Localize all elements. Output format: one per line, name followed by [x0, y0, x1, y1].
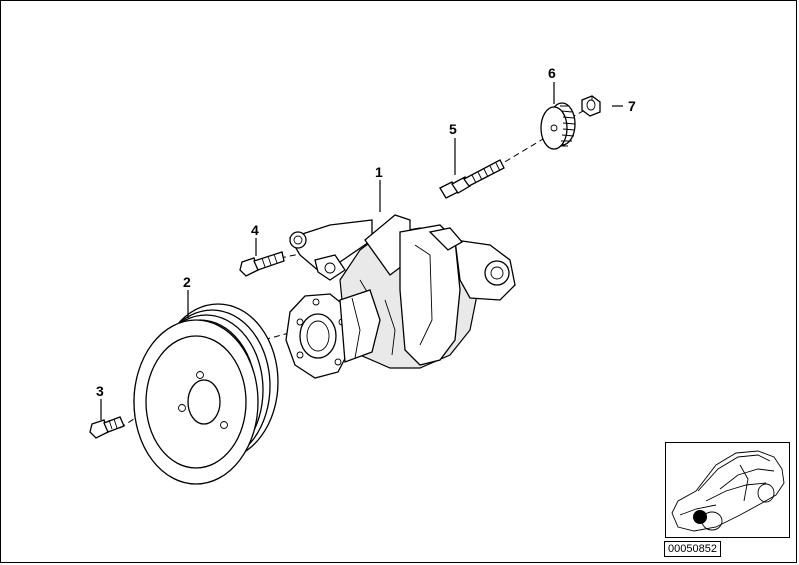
threaded-stud-icon[interactable]	[439, 159, 505, 199]
hex-nut-icon[interactable]	[581, 95, 601, 117]
callout-2: 2	[183, 274, 191, 290]
drawing-number: 00050852	[664, 541, 721, 557]
power-steering-pump-icon[interactable]	[285, 214, 516, 379]
callout-4: 4	[251, 222, 259, 238]
callout-3: 3	[96, 383, 104, 399]
callout-7: 7	[628, 98, 636, 114]
callout-1: 1	[375, 164, 383, 180]
callout-5: 5	[449, 121, 457, 137]
hex-bolt-icon[interactable]	[239, 251, 285, 277]
vehicle-location-thumbnail	[665, 442, 790, 538]
callout-leaders	[100, 82, 623, 420]
belt-pulley-icon[interactable]	[133, 303, 279, 485]
car-location-icon	[671, 450, 785, 532]
hex-bolt-icon[interactable]	[89, 416, 125, 439]
knurled-nut-icon[interactable]	[540, 102, 576, 150]
callout-6: 6	[548, 65, 556, 81]
